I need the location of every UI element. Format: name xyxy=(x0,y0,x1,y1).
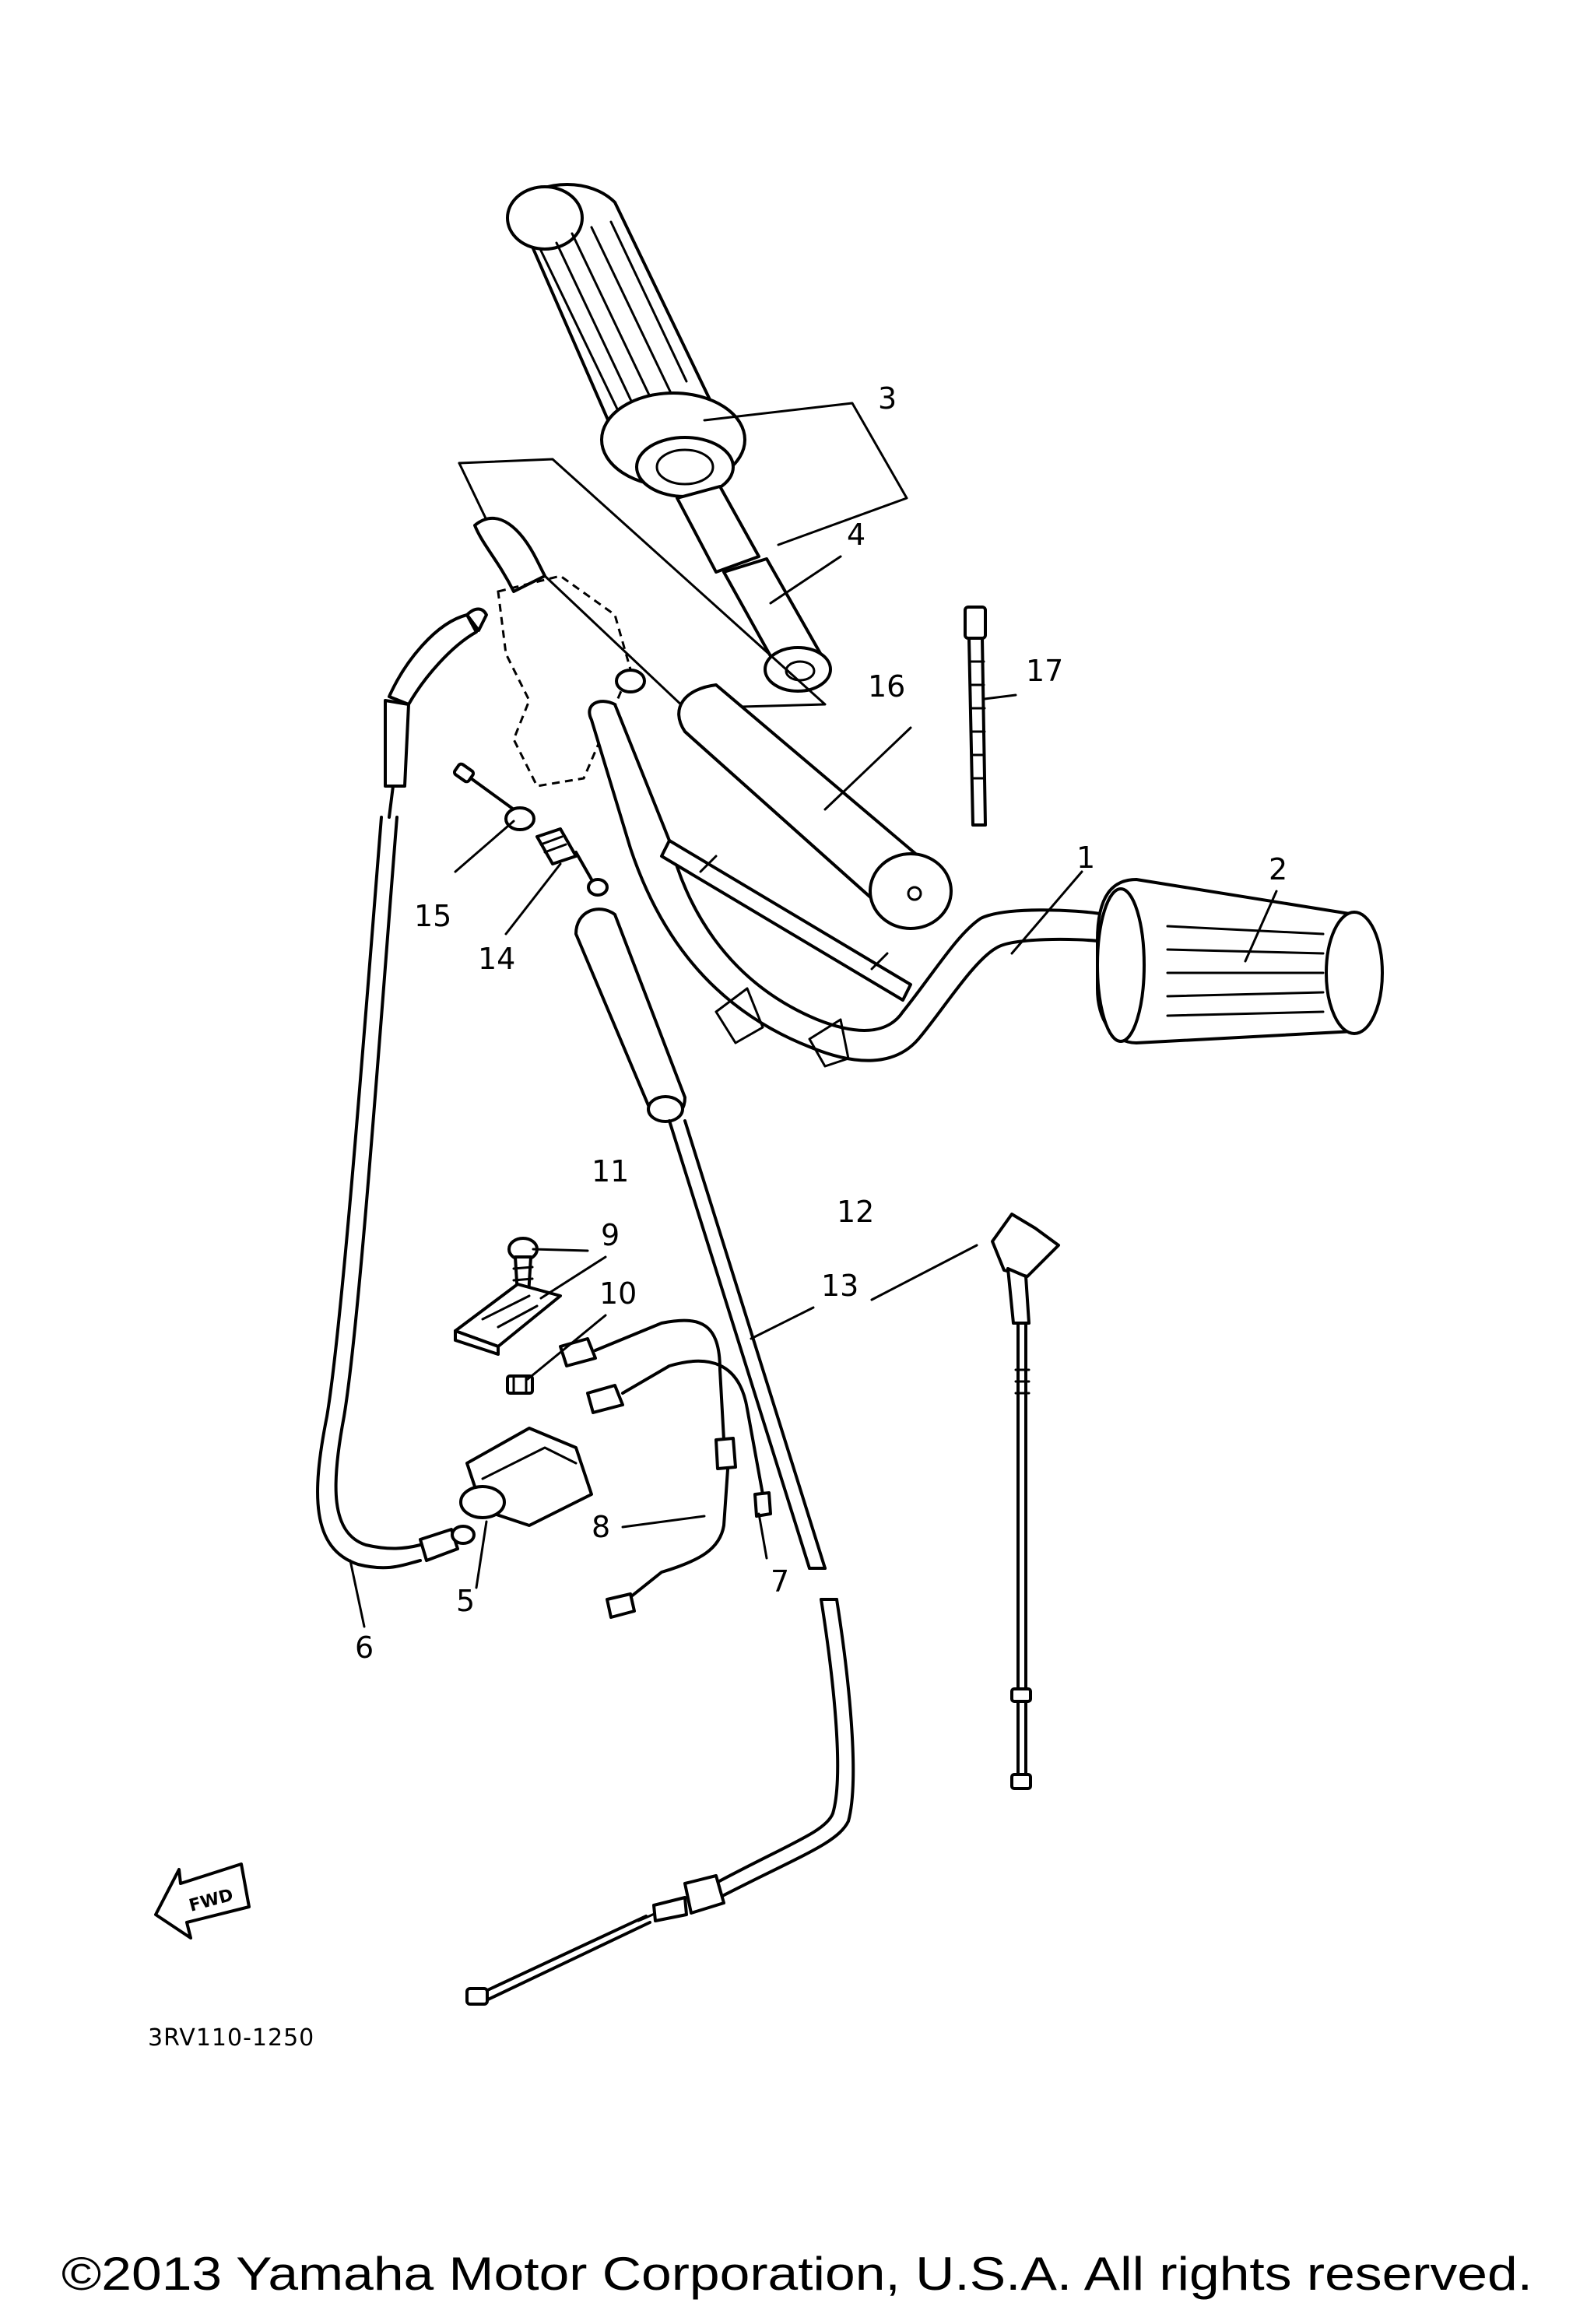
cable-tie xyxy=(964,606,987,827)
callout-15: 15 xyxy=(414,899,451,933)
leader-lines xyxy=(349,402,1278,1628)
lever-holder xyxy=(459,1427,593,1527)
cable-end-15 xyxy=(452,762,535,831)
callout-4: 4 xyxy=(847,518,865,552)
handlebar-pad xyxy=(677,683,953,930)
copyright-notice: ©2013 Yamaha Motor Corporation, U.S.A. A… xyxy=(61,2248,1533,2300)
callout-17: 17 xyxy=(1026,654,1063,688)
left-grip xyxy=(506,183,746,498)
cable-assembly-8 xyxy=(559,1318,737,1619)
callout-13: 13 xyxy=(821,1269,858,1303)
callout-14: 14 xyxy=(478,942,515,976)
callout-16: 16 xyxy=(868,669,905,704)
throttle-cable xyxy=(316,607,488,1570)
callout-2: 2 xyxy=(1269,852,1287,886)
brake-cable xyxy=(465,907,855,2006)
clamp-bracket xyxy=(454,1283,562,1356)
brake-switch xyxy=(991,1213,1060,1790)
callout-5: 5 xyxy=(456,1584,475,1618)
callout-10: 10 xyxy=(599,1276,637,1311)
callout-3: 3 xyxy=(878,381,897,416)
handlebar xyxy=(588,700,1107,1068)
throttle-housing xyxy=(473,516,646,788)
callout-9: 9 xyxy=(601,1218,620,1252)
fwd-arrow-icon: FWD xyxy=(154,1862,251,1940)
callout-12: 12 xyxy=(837,1195,874,1229)
adjuster-14 xyxy=(535,827,609,897)
callout-1: 1 xyxy=(1076,841,1095,875)
diagram-code: 3RV110-1250 xyxy=(148,2024,314,2052)
callout-labels: 1 2 3 4 5 6 7 8 9 10 11 12 13 14 15 16 1… xyxy=(355,381,1287,1665)
callout-8: 8 xyxy=(592,1510,610,1544)
callout-7: 7 xyxy=(771,1564,789,1599)
clip xyxy=(506,1374,534,1395)
throttle-tube xyxy=(676,485,832,693)
callout-11: 11 xyxy=(592,1154,629,1188)
callout-6: 6 xyxy=(355,1631,374,1665)
right-grip xyxy=(1096,878,1384,1044)
cable-assembly-7 xyxy=(586,1359,772,1518)
